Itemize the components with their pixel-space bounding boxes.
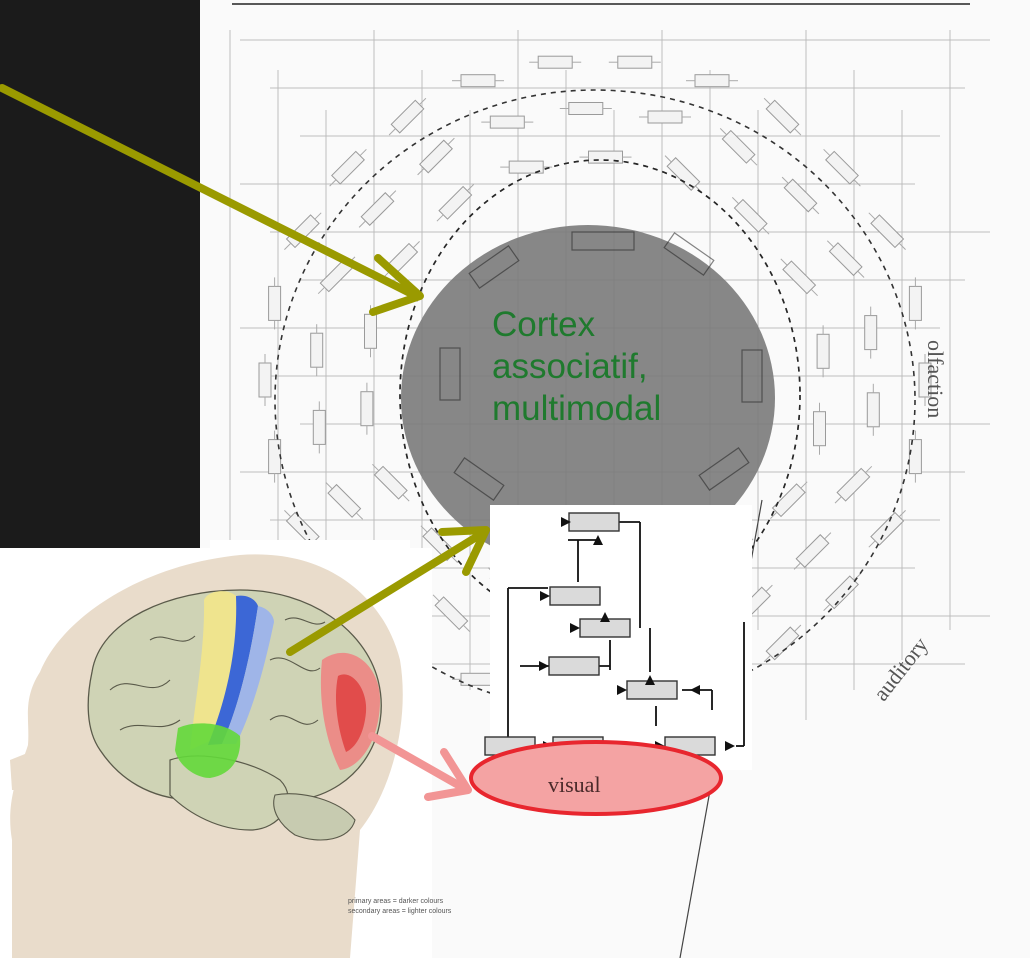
cortex-associatif-label: Cortex associatif, multimodal bbox=[492, 305, 662, 428]
inner-dark-blocks bbox=[439, 231, 763, 501]
visual-label: visual bbox=[548, 772, 601, 797]
brain-legend: primary areas = darker colours secondary… bbox=[348, 898, 452, 915]
visual-pathway-detail bbox=[484, 505, 752, 770]
pink-arrow bbox=[368, 732, 472, 801]
olfaction-label: olfaction bbox=[923, 340, 948, 419]
associative-cortex-circle bbox=[401, 225, 775, 571]
olive-arrow-top bbox=[0, 84, 424, 316]
olive-arrow-bottom bbox=[286, 526, 490, 656]
visual-oval bbox=[469, 740, 723, 816]
